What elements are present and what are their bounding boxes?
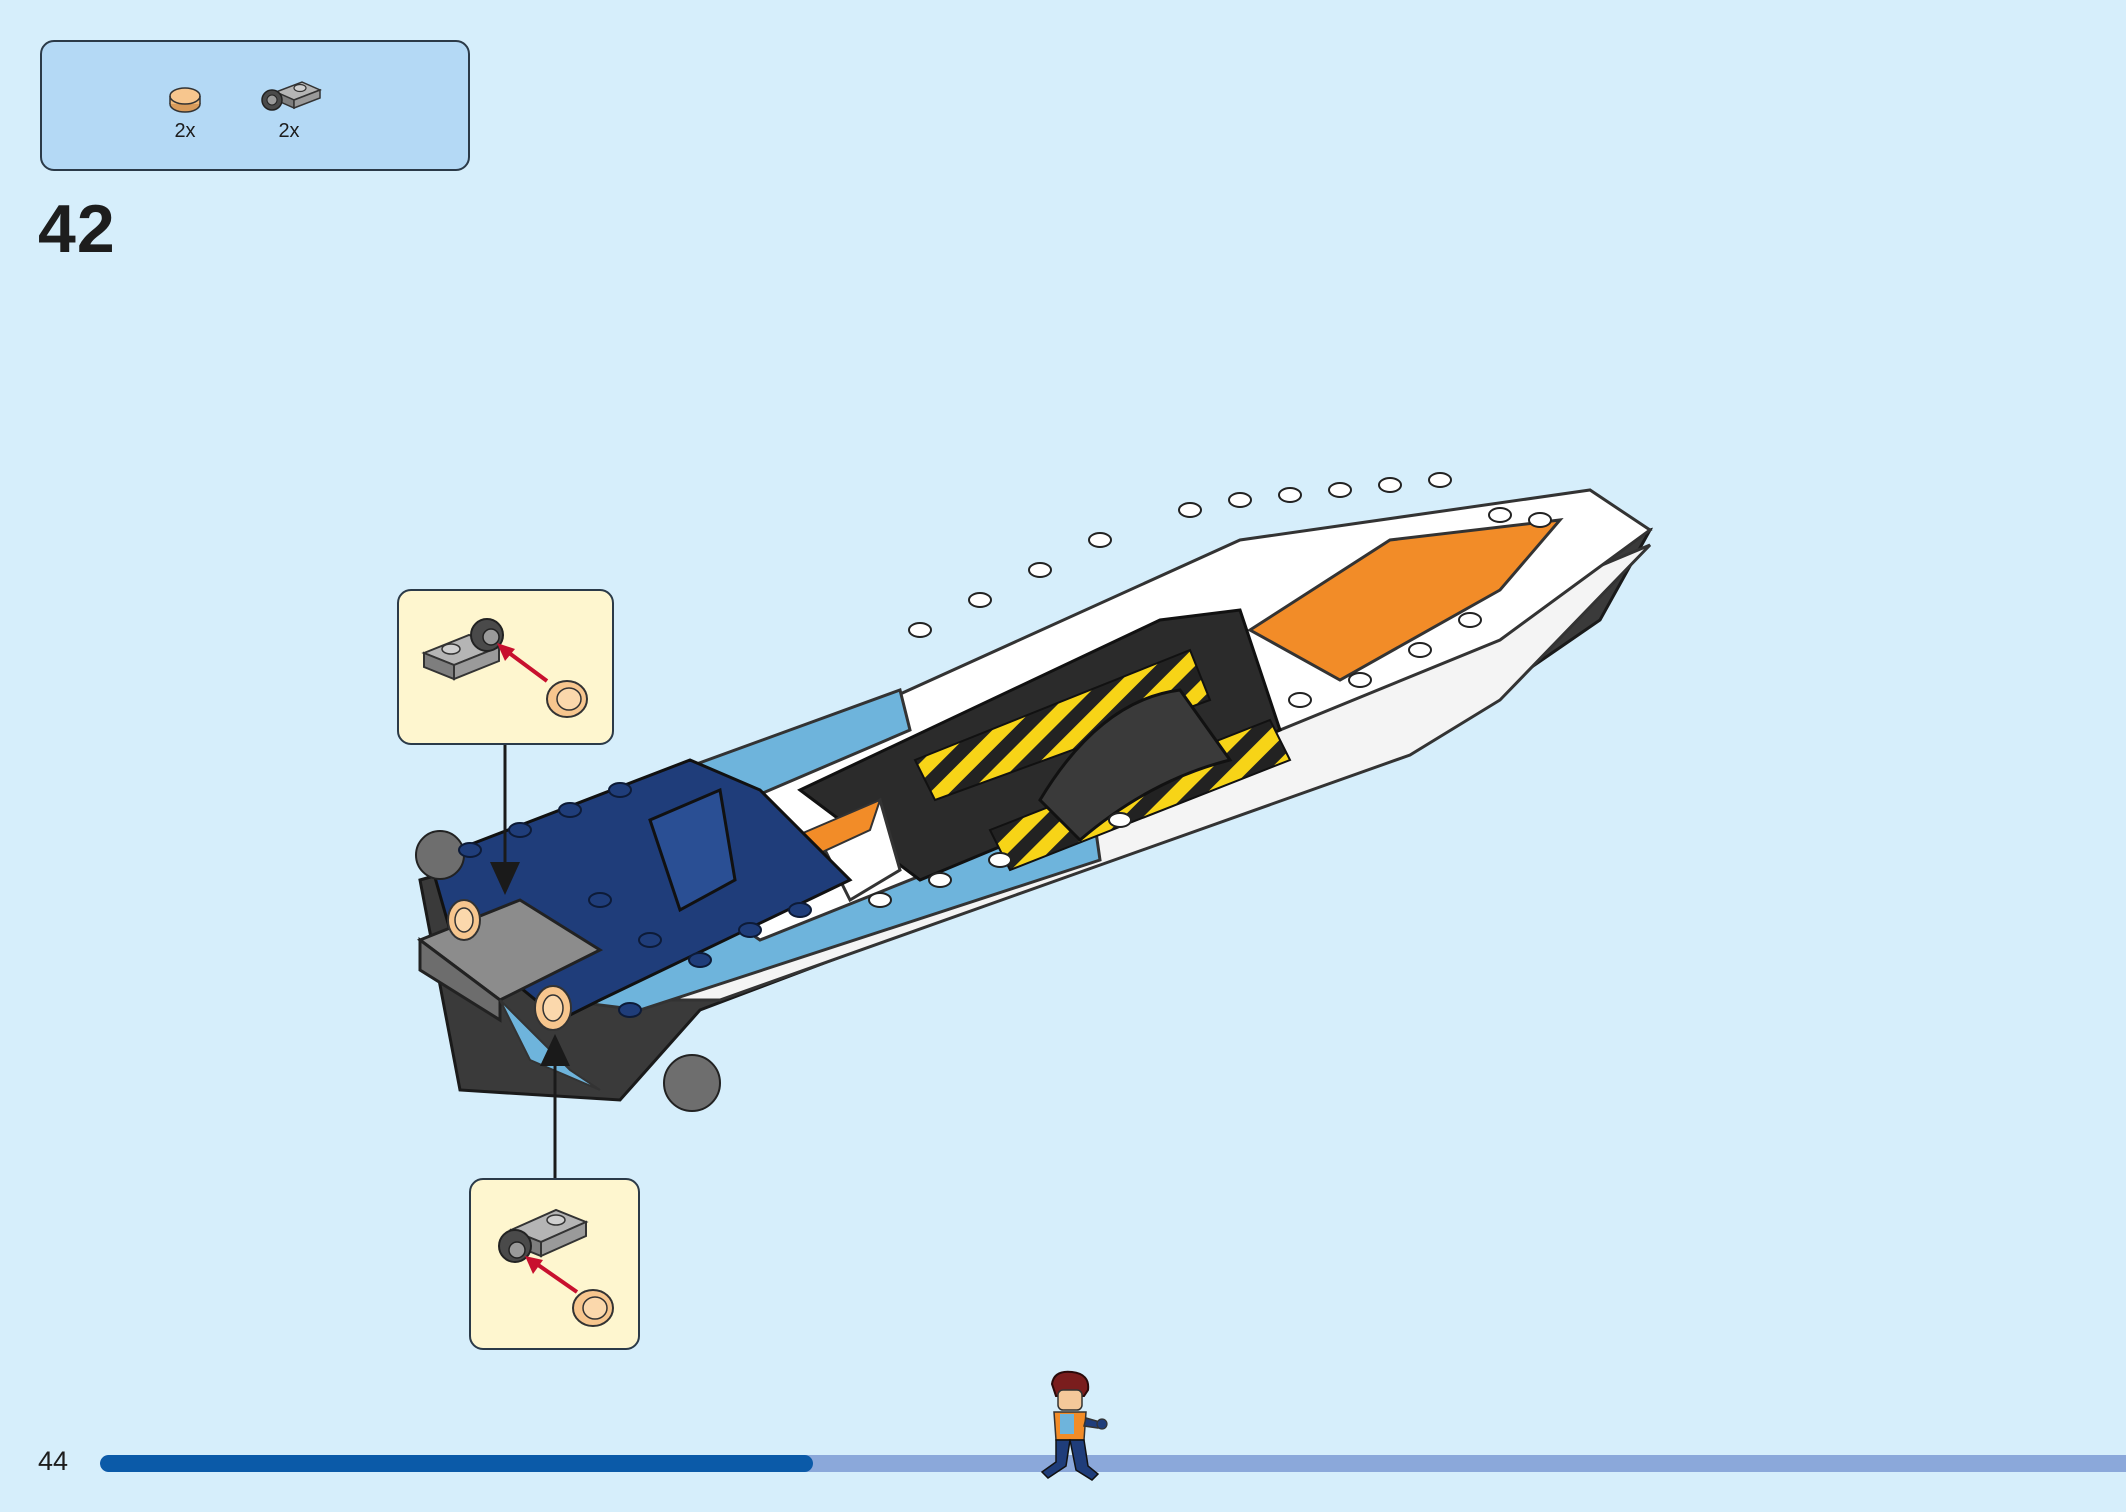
page-number: 44	[38, 1446, 69, 1476]
parts-list-item: 2x	[145, 82, 225, 143]
part-quantity: 2x	[174, 120, 196, 142]
callout-upper	[397, 589, 614, 745]
gray-plate-with-wheel-holder-icon	[261, 81, 322, 111]
step-number: 42	[38, 191, 116, 267]
tan-round-tile-icon	[169, 87, 201, 113]
tan-round-tile-icon	[447, 899, 481, 941]
parts-list-item: 2x	[249, 76, 329, 143]
attach-round-tile-to-holder-icon	[498, 1208, 614, 1327]
progress-bar-fill	[100, 1455, 814, 1472]
part-quantity: 2x	[278, 120, 300, 142]
progress-bar	[100, 1455, 2126, 1472]
parts-list-box: 2x 2x	[40, 40, 470, 171]
callout-lower	[469, 1178, 640, 1350]
tan-round-tile-icon	[534, 985, 572, 1031]
attach-round-tile-to-holder-icon	[421, 618, 588, 718]
running-minifigure-icon	[1040, 1370, 1108, 1481]
